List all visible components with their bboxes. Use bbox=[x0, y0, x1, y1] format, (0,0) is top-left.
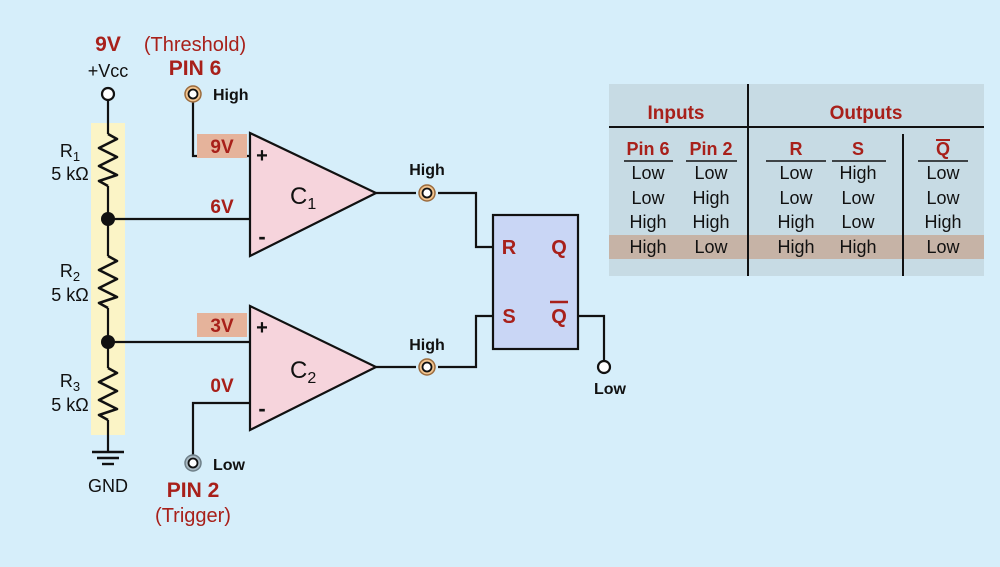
pin2-state: Low bbox=[213, 457, 246, 474]
table-cell: Low bbox=[926, 237, 960, 257]
c1-output-state: High bbox=[409, 162, 445, 179]
divider-highlight-band bbox=[91, 123, 125, 435]
r3-value: 5 kΩ bbox=[51, 395, 88, 415]
r3-name: R3 bbox=[60, 371, 80, 394]
table-group-outputs: Outputs bbox=[830, 103, 903, 124]
output-state: Low bbox=[594, 381, 627, 398]
sr-flipflop bbox=[491, 213, 580, 351]
table-cell: Low bbox=[694, 163, 728, 183]
junction-dot-upper bbox=[101, 212, 115, 226]
pin6-state: High bbox=[213, 87, 249, 104]
table-cell: High bbox=[777, 237, 814, 257]
table-cell: High bbox=[629, 212, 666, 232]
table-cell: Low bbox=[841, 212, 875, 232]
pin2-wire bbox=[191, 401, 250, 456]
ground-icon bbox=[92, 450, 124, 466]
r1-name: R1 bbox=[60, 141, 80, 164]
c2-plus-voltage: 3V bbox=[210, 316, 234, 337]
table-group-inputs: Inputs bbox=[648, 103, 705, 124]
table-cell: Low bbox=[926, 163, 960, 183]
table-cell: Low bbox=[926, 188, 960, 208]
vcc-terminal-icon bbox=[100, 86, 116, 102]
c2-minus-voltage: 0V bbox=[210, 376, 234, 397]
table-cell: High bbox=[692, 212, 729, 232]
table-cell: High bbox=[777, 212, 814, 232]
pin6-label: PIN 6 bbox=[169, 57, 222, 80]
flipflop-qbar-label: Q bbox=[551, 306, 567, 328]
table-cell: High bbox=[839, 237, 876, 257]
c2-to-s-wire bbox=[438, 314, 493, 369]
table-cell: High bbox=[629, 237, 666, 257]
resistor-r1-symbol bbox=[97, 132, 119, 188]
table-cell: High bbox=[924, 212, 961, 232]
table-col-r: R bbox=[790, 139, 803, 159]
qbar-out-wire bbox=[578, 314, 606, 361]
supply-name: +Vcc bbox=[88, 61, 129, 81]
c2-plus-sign: + bbox=[256, 317, 268, 339]
r1-value: 5 kΩ bbox=[51, 164, 88, 184]
flipflop-q-label: Q bbox=[551, 237, 567, 259]
c2-output-state: High bbox=[409, 337, 445, 354]
c2-name: C2 bbox=[290, 357, 316, 387]
r2-value: 5 kΩ bbox=[51, 285, 88, 305]
r2-name: R2 bbox=[60, 261, 80, 284]
output-terminal-icon bbox=[596, 359, 612, 375]
truth-table: Inputs Outputs Pin 6 Pin 2 R S Q Low Low… bbox=[609, 84, 984, 276]
comparator-c2 bbox=[248, 304, 379, 432]
c1-plus-sign: + bbox=[256, 145, 268, 167]
c2-minus-sign: - bbox=[258, 396, 265, 421]
flipflop-s-label: S bbox=[502, 306, 515, 328]
resistor-r3-symbol bbox=[97, 366, 119, 422]
table-cell: Low bbox=[694, 237, 728, 257]
pin2-role: (Trigger) bbox=[155, 505, 231, 527]
table-col-pin2: Pin 2 bbox=[689, 139, 732, 159]
c1-plus-voltage: 9V bbox=[210, 137, 234, 158]
table-cell: Low bbox=[841, 188, 875, 208]
table-cell: High bbox=[839, 163, 876, 183]
c1-to-r-wire bbox=[438, 191, 493, 249]
table-col-pin6: Pin 6 bbox=[626, 139, 669, 159]
c1-plus-voltage-tag bbox=[197, 134, 247, 158]
resistor-r2-symbol bbox=[97, 254, 119, 310]
junction-dot-lower bbox=[101, 335, 115, 349]
supply-voltage: 9V bbox=[95, 33, 121, 56]
c1-minus-voltage: 6V bbox=[210, 197, 234, 218]
table-cell: Low bbox=[631, 163, 665, 183]
table-col-s: S bbox=[852, 139, 864, 159]
table-cell: High bbox=[692, 188, 729, 208]
truth-table-highlight-row bbox=[609, 235, 984, 259]
comparator-c1 bbox=[248, 131, 379, 258]
c2-plus-voltage-tag bbox=[197, 313, 247, 337]
flipflop-r-label: R bbox=[502, 237, 517, 259]
c1-minus-sign: - bbox=[258, 224, 265, 249]
table-col-qbar: Q bbox=[936, 139, 950, 159]
table-cell: Low bbox=[631, 188, 665, 208]
table-cell: Low bbox=[779, 163, 813, 183]
table-cell: Low bbox=[779, 188, 813, 208]
pin6-role: (Threshold) bbox=[144, 34, 246, 56]
gnd-label: GND bbox=[88, 476, 128, 496]
c1-name: C1 bbox=[290, 183, 316, 213]
pin2-label: PIN 2 bbox=[167, 479, 220, 502]
